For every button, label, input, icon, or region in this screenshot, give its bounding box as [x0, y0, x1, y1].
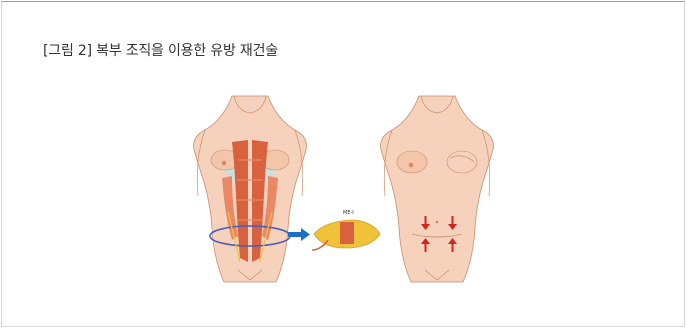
right-arrow-icon [288, 228, 310, 241]
harvested-flap: ME-I [312, 210, 380, 250]
left-torso-body [194, 96, 307, 282]
left-torso [194, 96, 307, 282]
right-navel [436, 221, 439, 224]
flap-label: ME-I [343, 210, 354, 216]
left-nipple-l [222, 161, 227, 166]
right-nipple [409, 163, 414, 168]
right-breast-natural [397, 151, 427, 173]
right-torso [381, 96, 494, 282]
right-breast-reconstructed [447, 151, 477, 173]
right-torso-body [381, 96, 494, 282]
flap-muscle [340, 222, 354, 244]
